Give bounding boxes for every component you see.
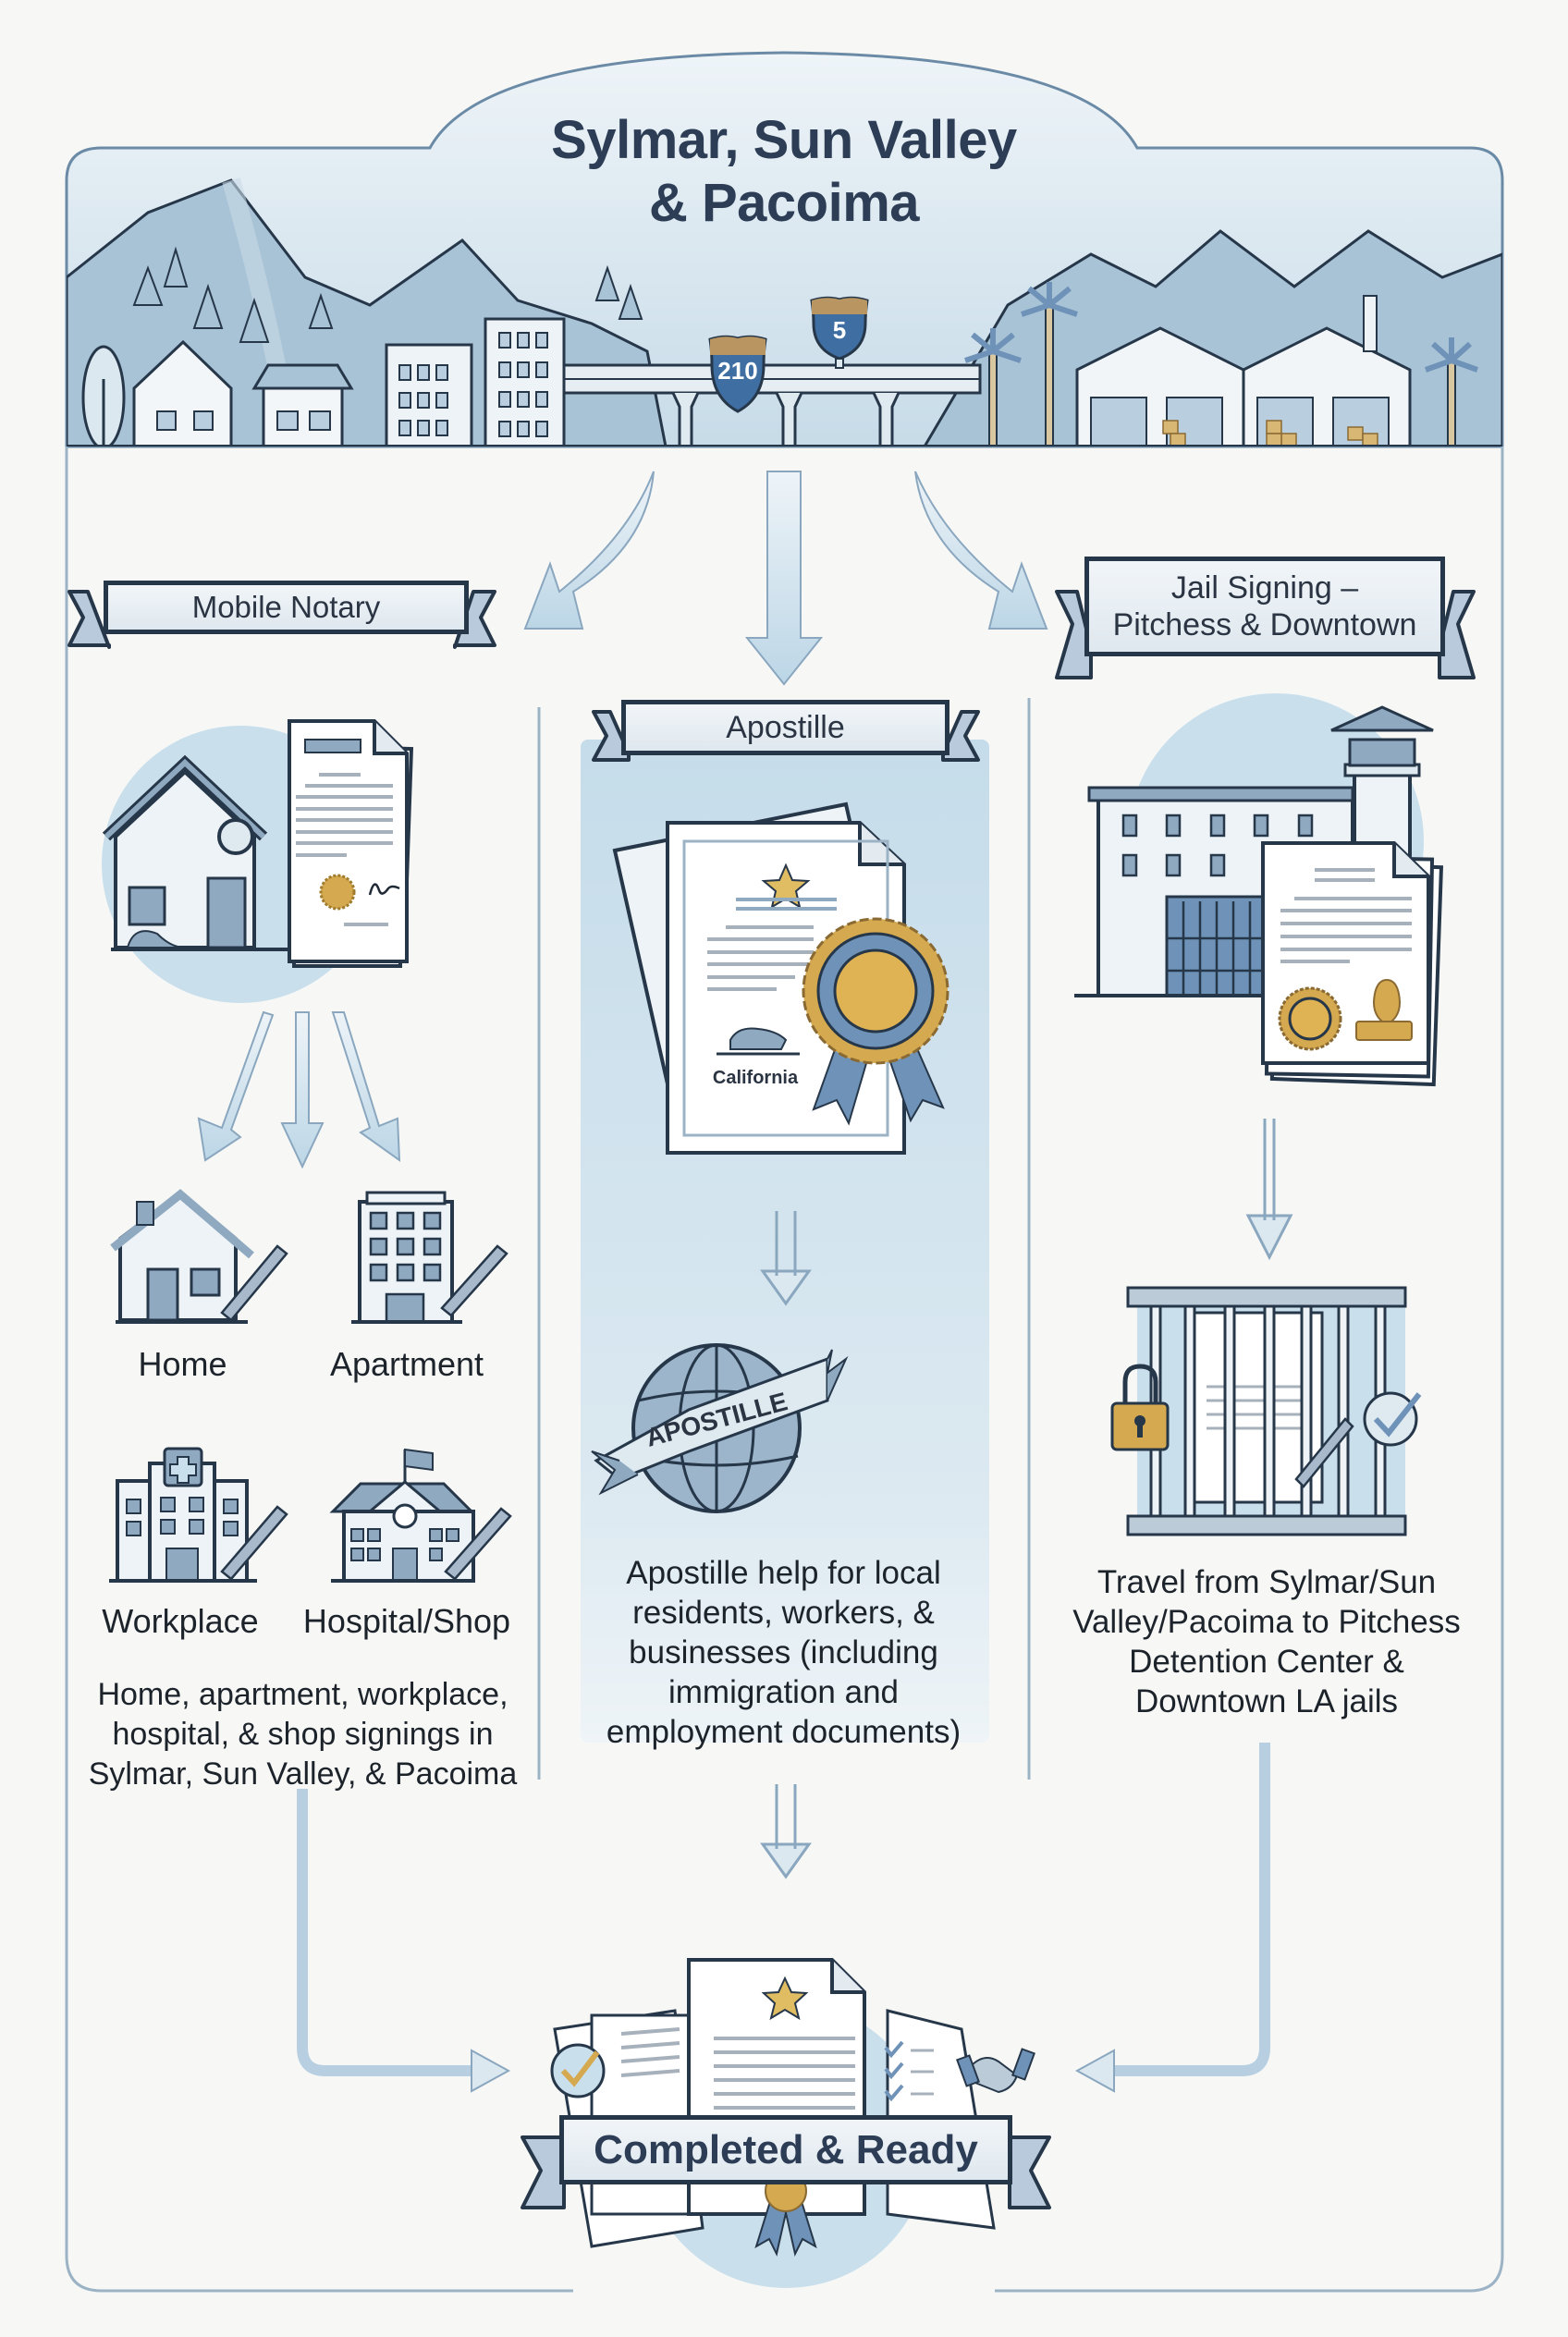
apostille-description-line: Apostille help for local [626, 1555, 941, 1591]
ribbon-tails [67, 590, 1476, 2209]
apartment-pen-icon [351, 1191, 508, 1324]
hospital-building-pen-icon [109, 1447, 288, 1583]
location-label-apartment: Apartment [329, 1345, 484, 1383]
interstate-shield-icon [708, 335, 767, 413]
highway-sign-5-label: 5 [832, 316, 847, 344]
document-stack-icon [1261, 841, 1444, 1087]
jail-signing-ribbon: Jail Signing – Pitchess & Downtown [1084, 557, 1445, 656]
apostille-ribbon: Apostille [621, 700, 949, 755]
jail-signing-ribbon-label: Jail Signing – Pitchess & Downtown [1084, 557, 1445, 656]
house-pen-icon [110, 1189, 288, 1324]
highway-sign-210-label: 210 [717, 357, 758, 385]
school-building-pen-icon [329, 1448, 512, 1583]
location-label-workplace: Workplace [102, 1602, 259, 1640]
apostille-description: Apostille help for local residents, work… [573, 1553, 994, 1752]
apostille-description-line: residents, workers, & [632, 1595, 935, 1631]
mobile-notary-ribbon: Mobile Notary [104, 581, 469, 634]
checkmark-circle-icon [1363, 1391, 1422, 1447]
certificate-state-label: California [713, 1068, 799, 1088]
jail-signing-description-line: Valley/Pacoima to Pitchess [1072, 1604, 1461, 1640]
interstate-shield-icon [810, 296, 869, 369]
jail-bars-icon [1126, 1286, 1407, 1536]
mobile-notary-description: Home, apartment, workplace, hospital, & … [69, 1675, 536, 1794]
jail-signing-ribbon-line-2: Pitchess & Downtown [1112, 607, 1417, 642]
jail-signing-description: Travel from Sylmar/Sun Valley/Pacoima to… [1040, 1562, 1493, 1721]
padlock-icon [1110, 1364, 1170, 1451]
apostille-description-line: businesses (including [629, 1634, 938, 1670]
page-title-line-2: & Pacoima [648, 173, 920, 233]
completed-ready-label: Completed & Ready [559, 2115, 1012, 2184]
apostille-description-line: employment documents) [606, 1714, 962, 1750]
mobile-notary-description-line: hospital, & shop signings in [112, 1717, 494, 1752]
location-label-home: Home [138, 1345, 227, 1383]
jail-signing-description-line: Detention Center & [1129, 1644, 1404, 1680]
mobile-notary-description-line: Sylmar, Sun Valley, & Pacoima [88, 1756, 518, 1792]
jail-signing-description-line: Travel from Sylmar/Sun [1096, 1564, 1437, 1600]
page-title-line-1: Sylmar, Sun Valley [551, 110, 1017, 170]
globe-icon [591, 1343, 849, 1513]
mobile-notary-description-line: Home, apartment, workplace, [97, 1677, 508, 1712]
mobile-notary-ribbon-label: Mobile Notary [104, 581, 469, 634]
jail-signing-description-line: Downtown LA jails [1134, 1683, 1399, 1719]
location-label-hospital-shop: Hospital/Shop [302, 1602, 511, 1640]
completed-ready-ribbon: Completed & Ready [559, 2115, 1012, 2184]
apostille-description-line: immigration and [668, 1674, 899, 1710]
house-document-illustration [102, 719, 414, 1003]
gold-seal-ribbon-icon [802, 917, 949, 1126]
apostille-ribbon-label: Apostille [621, 700, 949, 755]
jail-signing-ribbon-line-1: Jail Signing – [1170, 569, 1359, 606]
